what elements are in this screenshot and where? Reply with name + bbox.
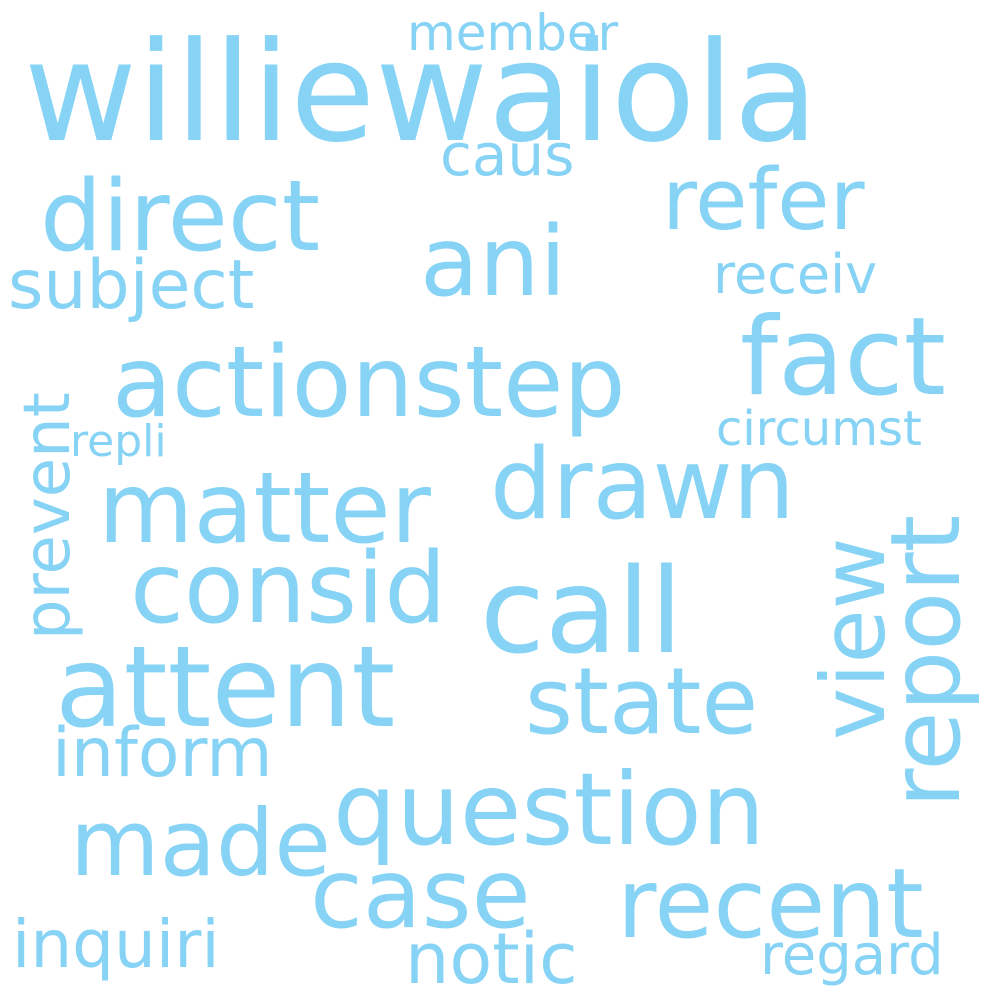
word-repli: repli [70, 416, 167, 467]
word-state: state [525, 648, 759, 755]
word-notic: notic [405, 918, 578, 1000]
word-inform: inform [52, 714, 273, 793]
word-matter: matter [98, 452, 431, 566]
word-ani: ani [420, 206, 567, 318]
word-inquiri: inquiri [12, 906, 220, 983]
word-refer: refer [662, 151, 865, 250]
word-fact: fact [740, 295, 946, 420]
word-regard: regard [760, 923, 944, 988]
word-subject: subject [8, 246, 255, 325]
word-circumst: circumst [716, 401, 922, 457]
word-question: question [333, 751, 766, 868]
word-report: report [870, 514, 982, 808]
word-recent: recent [617, 848, 924, 960]
word-drawn: drawn [490, 428, 795, 542]
word-direct: direct [40, 160, 321, 274]
word-prevent: prevent [11, 392, 85, 640]
word-call: call [480, 542, 683, 680]
word-member: member [407, 4, 619, 62]
word-consid: consid [130, 532, 447, 646]
word-attent: attent [55, 623, 396, 753]
word-williewaiola: williewaiola [24, 12, 819, 173]
word-case: case [310, 838, 531, 950]
word-caus: caus [440, 121, 575, 189]
word-actionstep: actionstep [112, 326, 626, 440]
word-receiv: receiv [713, 243, 878, 306]
word-made: made [70, 790, 331, 897]
